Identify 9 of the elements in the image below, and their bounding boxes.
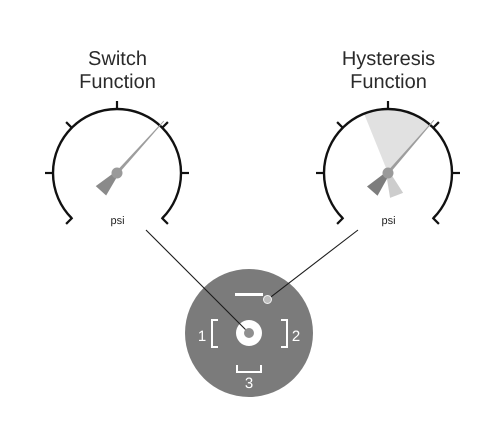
pin-number: 3 [244,376,254,392]
pin-dot-icon [263,295,272,304]
unit-label: psi [381,215,396,228]
pin-number: 1 [198,329,206,345]
leader-line [270,230,358,298]
gauge-title: Hysteresis Function [342,48,436,94]
pin-number: 2 [292,329,300,345]
unit-label: psi [110,215,125,228]
gauge-title: Switch Function [79,48,156,94]
